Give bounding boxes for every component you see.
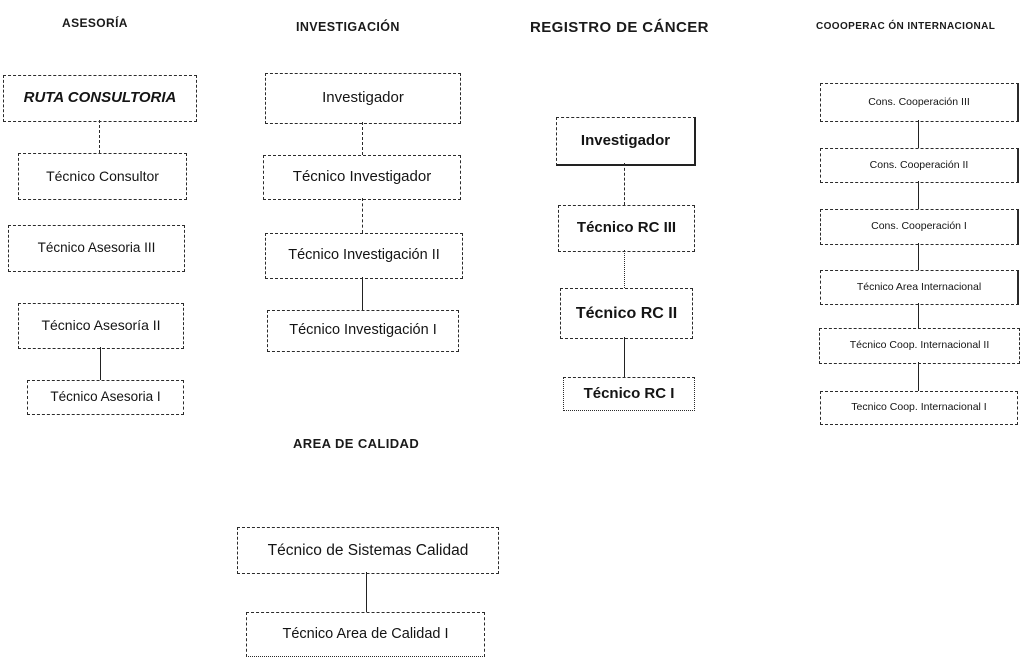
org-box-investigador: Investigador	[265, 73, 461, 124]
org-box-tecnico-coop-internacional-ii: Técnico Coop. Internacional II	[819, 328, 1020, 364]
connector	[918, 120, 919, 148]
org-box-ruta-consultoria: RUTA CONSULTORIA	[3, 75, 197, 122]
org-box-tecnico-asesoria-i: Técnico Asesoria I	[27, 380, 184, 415]
connector	[918, 243, 919, 270]
connector	[99, 120, 100, 153]
connector	[100, 347, 101, 380]
org-box-cons-cooperacion-ii: Cons. Cooperación II	[820, 148, 1019, 183]
org-box-tecnico-rc-iii: Técnico RC III	[558, 205, 695, 252]
org-box-tecnico-rc-i: Técnico RC I	[563, 377, 695, 411]
org-box-tecnico-investigador: Técnico Investigador	[263, 155, 461, 200]
org-box-tecnico-area-internacional: Técnico Area Internacional	[820, 270, 1019, 305]
org-box-tecnico-rc-ii: Técnico RC II	[560, 288, 693, 339]
org-box-tecnico-coop-internacional-i: Tecnico Coop. Internacional I	[820, 391, 1018, 425]
connector	[918, 362, 919, 391]
connector	[366, 572, 367, 612]
section-title-area-de-calidad: AREA DE CALIDAD	[293, 436, 420, 451]
connector	[624, 163, 625, 205]
org-box-tecnico-consultor: Técnico Consultor	[18, 153, 187, 200]
connector	[362, 277, 363, 310]
org-box-tecnico-asesoria-ii: Técnico Asesoría II	[18, 303, 184, 349]
connector	[918, 303, 919, 328]
section-title-registro-de-cancer: REGISTRO DE CÁNCER	[530, 19, 709, 36]
section-title-investigacion: INVESTIGACIÓN	[296, 20, 400, 34]
org-box-tecnico-asesoria-iii: Técnico Asesoria III	[8, 225, 185, 272]
section-title-cooperacion-internacional: COOOPERAC ÓN INTERNACIONAL	[816, 21, 996, 32]
org-box-tecnico-area-de-calidad-i: Técnico Area de Calidad I	[246, 612, 485, 657]
org-box-tecnico-investigacion-ii: Técnico Investigación II	[265, 233, 463, 279]
section-title-asesoria: ASESORÍA	[62, 16, 128, 30]
connector	[362, 198, 363, 233]
org-box-cons-cooperacion-i: Cons. Cooperación I	[820, 209, 1019, 245]
org-box-tecnico-de-sistemas-calidad: Técnico de Sistemas Calidad	[237, 527, 499, 574]
org-box-tecnico-investigacion-i: Técnico Investigación I	[267, 310, 459, 352]
connector	[624, 250, 625, 288]
connector	[362, 122, 363, 155]
connector	[624, 337, 625, 377]
org-box-cons-cooperacion-iii: Cons. Cooperación III	[820, 83, 1019, 122]
org-box-rc-investigador: Investigador	[556, 117, 696, 166]
connector	[918, 181, 919, 209]
